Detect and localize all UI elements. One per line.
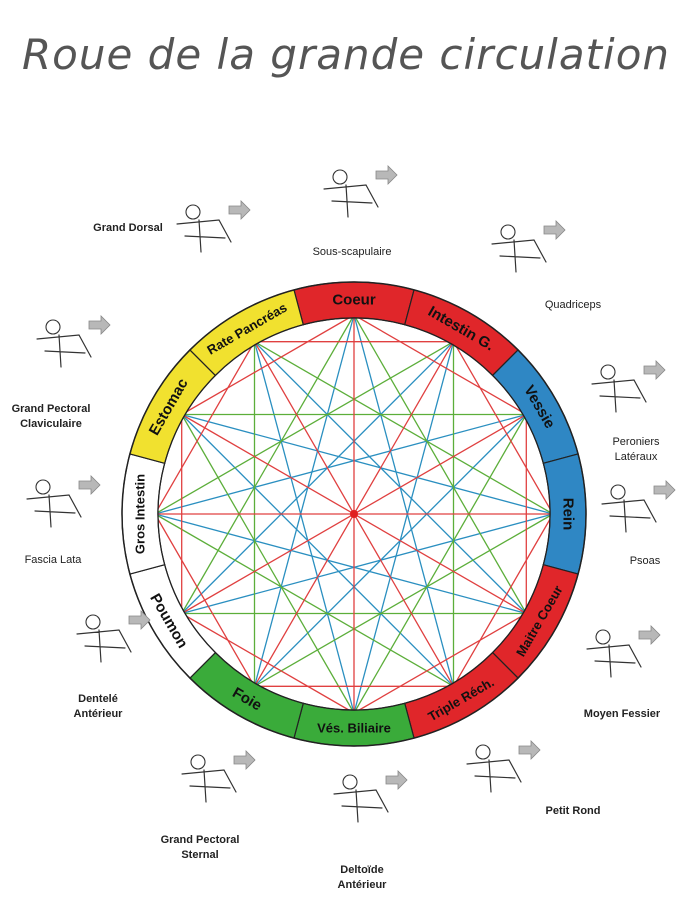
meridian-label: Vés. Biliaire (317, 721, 391, 736)
star-line-blue (254, 341, 527, 614)
star-line-blue (154, 513, 527, 615)
star-line-blue (353, 314, 455, 687)
arrow-icon (385, 770, 408, 790)
muscle-label-quadriceps: Quadriceps (544, 299, 602, 311)
meridian-label: Coeur (332, 292, 376, 309)
arrow-icon (233, 750, 256, 770)
star-lines (154, 314, 554, 714)
figure-grand-pectoral-sternal (181, 750, 256, 803)
muscle-label-psoas: Psoas (629, 555, 661, 567)
muscle-label-moyen-fessier: Moyen Fessier (583, 708, 661, 720)
arrow-icon (78, 475, 101, 495)
figure-quadriceps (491, 220, 566, 273)
meridian-label: Rein (560, 498, 577, 531)
muscle-label-grand-dorsal: Grand Dorsal (93, 222, 163, 234)
ring-outer-border (121, 281, 587, 747)
muscle-figures (26, 165, 676, 823)
star-line-blue (181, 414, 454, 687)
figure-moyen-fessier (586, 625, 661, 678)
star-line-blue (353, 341, 455, 714)
muscle-label-deltoide: Deltoïde Antérieur (337, 864, 387, 891)
arrow-icon (643, 360, 666, 380)
figure-grand-dorsal (176, 200, 251, 253)
figure-deltoide (333, 770, 408, 823)
star-line-blue (181, 341, 454, 614)
meridian-label: Gros Intestin (133, 474, 148, 554)
meridian-ring (121, 281, 587, 747)
muscle-label-grand-pectoral-sternal: Grand Pectoral Sternal (160, 834, 240, 861)
arrow-icon (128, 610, 151, 630)
ring-inner-border (157, 317, 551, 711)
muscle-label-sous-scapulaire: Sous-scapulaire (312, 246, 392, 258)
arrow-icon (375, 165, 398, 185)
muscle-label-peroniers: Peroniers Latéraux (612, 436, 660, 463)
star-line-blue (181, 513, 554, 615)
arrow-icon (638, 625, 661, 645)
star-line-blue (154, 413, 527, 515)
figure-petit-rond (466, 740, 541, 793)
arrow-icon (543, 220, 566, 240)
figure-grand-pectoral-claviculaire (36, 315, 111, 368)
arrow-icon (653, 480, 676, 500)
arrow-icon (228, 200, 251, 220)
muscle-label-fascia-lata: Fascia Lata (24, 554, 82, 566)
arrow-icon (518, 740, 541, 760)
star-line-blue (254, 414, 527, 687)
star-line-blue (253, 341, 355, 714)
figure-sous-scapulaire (323, 165, 398, 218)
figure-peroniers (591, 360, 666, 413)
muscle-label-petit-rond: Petit Rond (545, 805, 601, 817)
center-dot (350, 510, 358, 518)
arrow-icon (88, 315, 111, 335)
figure-psoas (601, 480, 676, 533)
figure-fascia-lata (26, 475, 101, 528)
muscle-label-dentele: Dentelé Antérieur (73, 693, 123, 720)
star-line-blue (253, 314, 355, 687)
page-title: Roue de la grande circulation (21, 30, 671, 79)
figure-dentele (76, 610, 151, 663)
star-line-blue (181, 413, 554, 515)
muscle-label-grand-pectoral-claviculaire: Grand Pectoral Claviculaire (11, 403, 91, 430)
